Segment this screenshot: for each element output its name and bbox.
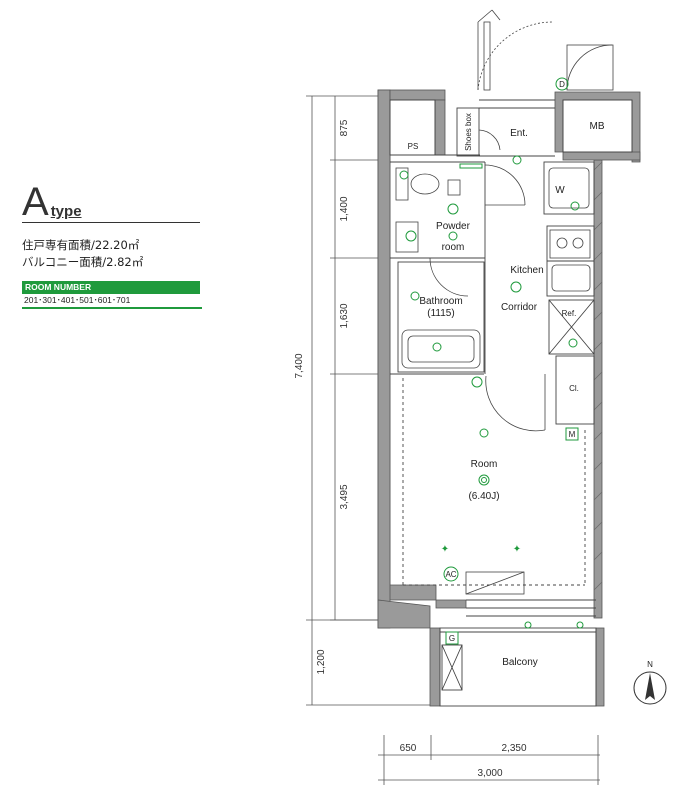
- toilet-outlet-icon: [399, 170, 409, 180]
- room-outlet-2-icon: ✦: [513, 544, 521, 555]
- g-symbol-label: G: [449, 634, 455, 643]
- north-label: N: [647, 660, 653, 669]
- m-symbol-icon: [565, 427, 579, 441]
- bottom-dimension-lines: [378, 735, 600, 785]
- dim-3000: 3,000: [477, 768, 502, 779]
- interior-lines: [389, 99, 633, 707]
- room-number-list: 201･301･401･501･601･701: [22, 294, 202, 309]
- balcony-light-2-icon: [576, 621, 584, 629]
- room-outlet-1-icon: ✦: [441, 544, 449, 555]
- balcony-label: Balcony: [502, 657, 538, 668]
- room-light-icon: [478, 474, 490, 486]
- bath-light-icon: [410, 291, 420, 301]
- room-light-inner-icon: [481, 477, 487, 483]
- dim-1200: 1,200: [316, 649, 327, 674]
- bathroom-size-label: (1115): [427, 308, 454, 319]
- d-symbol-label: D: [559, 80, 565, 89]
- ref-label: Ref.: [562, 309, 577, 318]
- type-title: A type: [22, 180, 200, 223]
- dim-7400: 7,400: [294, 353, 305, 378]
- north-arrow: N: [633, 660, 667, 705]
- dim-650: 650: [400, 743, 417, 754]
- dim-2350: 2,350: [501, 743, 526, 754]
- intercom-icon: [471, 376, 483, 388]
- balcony-area: バルコニー面積/2.82㎡: [22, 255, 144, 269]
- corridor-light-icon: [510, 281, 522, 293]
- entrance-light-icon: [512, 155, 522, 165]
- balcony-light-1-icon: [524, 621, 532, 629]
- powder-label: Powder: [436, 221, 471, 232]
- ps-label: PS: [408, 142, 419, 151]
- shoes-box-label: Shoes box: [464, 113, 473, 151]
- powder-light-icon: [447, 203, 459, 215]
- room-label: Room: [471, 459, 498, 470]
- doors: [429, 9, 614, 432]
- room-size-label: (6.40J): [468, 491, 499, 502]
- room-switch-icon: [479, 428, 489, 438]
- kitchen-label: Kitchen: [510, 265, 543, 276]
- dim-875: 875: [339, 119, 350, 136]
- m-symbol-label: M: [569, 430, 576, 439]
- powder-room-label: room: [442, 242, 465, 253]
- powder-fan-icon: [448, 231, 458, 241]
- left-dimension-lines: [306, 95, 440, 706]
- type-word: type: [50, 203, 82, 220]
- powder-vent-icon: [459, 163, 483, 169]
- fixtures: [395, 167, 591, 595]
- unit-info: A type 住戸専有面積/22.20㎡ バルコニー面積/2.82㎡ ROOM …: [22, 180, 202, 309]
- w-outlet-icon: [570, 201, 580, 211]
- dim-1400: 1,400: [339, 196, 350, 221]
- bathroom-label: Bathroom: [419, 296, 462, 307]
- powder-sink-icon: [405, 230, 417, 242]
- mb-label: MB: [590, 121, 605, 132]
- bath-control-icon: [432, 342, 442, 352]
- corridor-label: Corridor: [501, 302, 538, 313]
- right-wall-hatch: [593, 161, 603, 591]
- dim-3495: 3,495: [339, 484, 350, 509]
- ac-symbol-icon: [443, 566, 459, 582]
- ref-outlet-icon: [568, 338, 578, 348]
- ent-label: Ent.: [510, 128, 528, 139]
- private-area: 住戸専有面積/22.20㎡: [22, 238, 140, 252]
- cl-label: Cl.: [569, 384, 579, 393]
- w-label: W: [555, 185, 565, 196]
- walls: [377, 89, 641, 707]
- ac-symbol-label: AC: [445, 570, 456, 579]
- electrical-symbols: D M G AC ✦ ✦: [399, 77, 584, 645]
- g-symbol-icon: [445, 631, 459, 645]
- d-symbol-icon: [555, 77, 569, 91]
- dim-1630: 1,630: [339, 303, 350, 328]
- room-number-label: ROOM NUMBER: [22, 281, 200, 294]
- type-letter: A: [22, 180, 49, 224]
